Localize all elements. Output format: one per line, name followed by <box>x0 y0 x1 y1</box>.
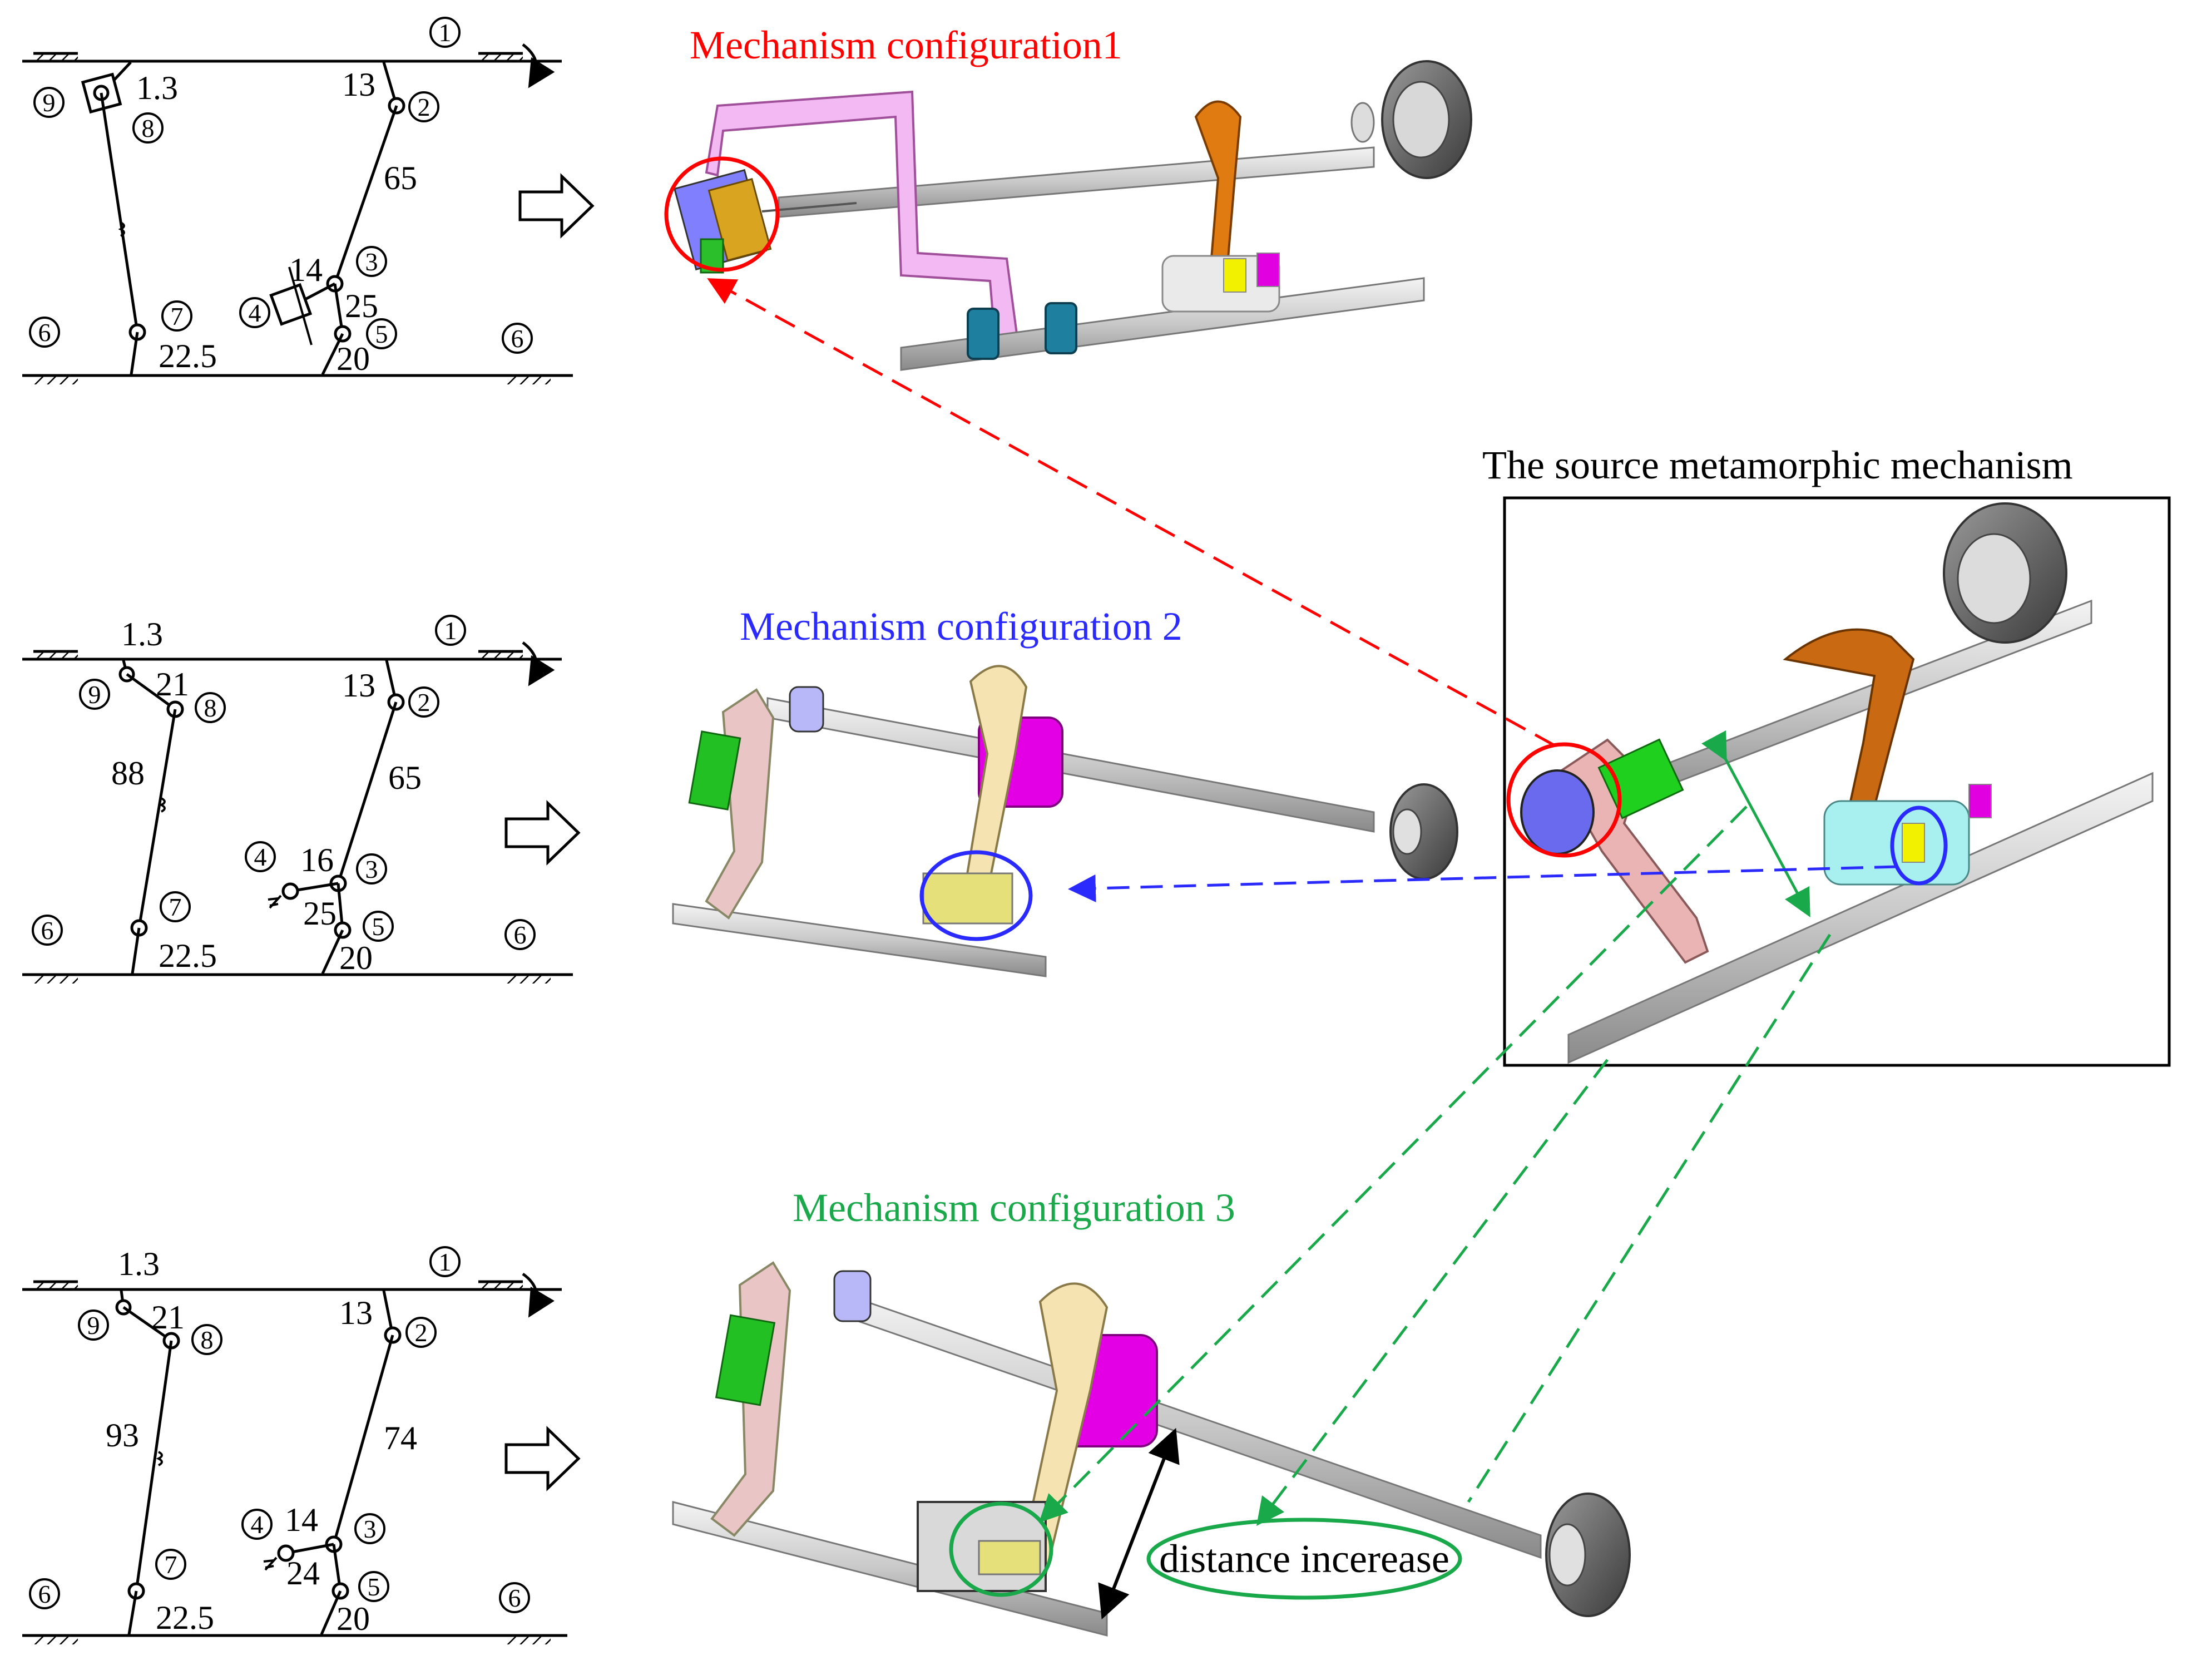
dim-crank: 13 <box>339 1294 373 1331</box>
dashed-connectors <box>707 278 1897 1526</box>
dim-link-21: 21 <box>151 1299 185 1336</box>
dim-bottom: 22.5 <box>159 937 217 974</box>
cad-render-configuration-1 <box>664 60 1472 371</box>
gear-icon <box>1545 1493 1631 1617</box>
node-8: 8 <box>142 114 155 142</box>
node-1: 1 <box>444 616 457 645</box>
transform-arrows <box>504 173 595 1491</box>
highlight-circle-green <box>949 1501 1053 1597</box>
node-labels: 1 2 3 4 5 6 6 7 8 9 <box>29 1246 530 1613</box>
node-8: 8 <box>201 1326 214 1354</box>
dim-bottom: 22.5 <box>159 338 217 374</box>
dimension-labels: 1.3 21 93 13 74 14 24 20 22.5 <box>106 1246 417 1637</box>
node-4: 4 <box>254 843 267 871</box>
dim-offset: 1.3 <box>136 70 178 106</box>
connector-config3-c <box>1467 933 1832 1503</box>
dim-slider: 14 <box>289 251 323 288</box>
dim-ground: 20 <box>337 340 370 377</box>
node-9: 9 <box>87 1311 100 1340</box>
source-mechanism-panel <box>1503 496 2171 1067</box>
dim-crank: 13 <box>342 667 375 704</box>
dim-rocker: 24 <box>286 1555 320 1592</box>
source-title: The source metamorphic mechanism <box>1482 443 2073 487</box>
node-5: 5 <box>372 912 385 941</box>
config3-title: Mechanism configuration 3 <box>793 1185 1235 1230</box>
right-arrow-icon <box>504 800 581 866</box>
dim-rocker: 25 <box>345 288 378 324</box>
dimension-labels: 1.3 21 88 13 65 16 25 20 22.5 <box>111 616 422 976</box>
highlight-circle-blue <box>919 850 1033 941</box>
distance-ellipse <box>1146 1518 1462 1600</box>
connector-config1 <box>707 278 1556 747</box>
node-3: 3 <box>365 248 378 276</box>
dim-rocker: 25 <box>303 895 337 932</box>
distance-double-arrow <box>1098 1427 1180 1620</box>
node-6b: 6 <box>514 921 527 949</box>
node-8: 8 <box>204 694 217 722</box>
node-5: 5 <box>368 1573 380 1601</box>
schematic-configuration-1: 1 2 3 4 5 6 6 7 8 9 1.3 13 65 14 25 20 2… <box>22 17 573 384</box>
node-7: 7 <box>171 302 184 330</box>
dim-offset: 1.3 <box>121 616 163 653</box>
dim-bottom: 22.5 <box>156 1599 214 1636</box>
node-2: 2 <box>415 1318 428 1347</box>
dim-coupler: 74 <box>384 1420 417 1456</box>
node-6a: 6 <box>38 318 51 347</box>
node-2: 2 <box>418 93 431 121</box>
node-3: 3 <box>365 855 378 883</box>
node-5: 5 <box>375 320 388 348</box>
dim-coupler: 65 <box>388 759 422 796</box>
dimension-labels: 1.3 13 65 14 25 20 22.5 <box>136 66 417 377</box>
config2-title: Mechanism configuration 2 <box>740 604 1182 649</box>
config1-title: Mechanism configuration1 <box>690 23 1122 67</box>
source-highlight-red <box>1506 742 1622 858</box>
node-6a: 6 <box>41 916 54 945</box>
connector-config2 <box>1068 865 1897 902</box>
distance-label: distance incerease <box>1159 1536 1449 1581</box>
gear-icon <box>1943 502 2067 644</box>
connector-config3-a <box>1038 806 1748 1523</box>
gear-icon <box>1389 783 1458 880</box>
dim-ground: 20 <box>337 1600 370 1637</box>
cad-render-configuration-2 <box>672 665 1458 977</box>
connector-config3-b <box>1256 1059 1609 1526</box>
dim-coupler: 65 <box>384 160 417 196</box>
node-6a: 6 <box>38 1580 51 1608</box>
node-4: 4 <box>251 1510 264 1539</box>
dim-left-link: 93 <box>106 1417 139 1454</box>
dim-offset: 1.3 <box>118 1246 160 1282</box>
node-6b: 6 <box>508 1584 521 1612</box>
node-3: 3 <box>364 1515 377 1543</box>
dim-link-21: 21 <box>156 666 189 703</box>
node-1: 1 <box>439 1248 452 1276</box>
source-highlight-blue <box>1890 806 1948 886</box>
dim-crank: 13 <box>342 66 375 103</box>
gear-icon <box>1381 60 1472 179</box>
right-arrow-icon <box>504 1426 581 1491</box>
cad-render-configuration-3: distance incerease <box>672 1261 1631 1637</box>
right-arrow-icon <box>518 173 595 239</box>
node-7: 7 <box>165 1550 177 1579</box>
dim-ground: 20 <box>339 940 373 976</box>
node-7: 7 <box>169 893 182 921</box>
node-labels: 1 2 3 4 5 6 6 7 8 9 <box>32 615 536 950</box>
schematic-configuration-3: 1 2 3 4 5 6 6 7 8 9 1.3 21 93 13 74 14 2… <box>22 1246 567 1644</box>
dim-slider: 16 <box>300 842 334 878</box>
node-9: 9 <box>43 88 56 117</box>
node-6b: 6 <box>511 324 524 353</box>
node-1: 1 <box>439 18 452 47</box>
node-4: 4 <box>249 299 261 327</box>
node-9: 9 <box>88 680 101 709</box>
dim-left-link: 88 <box>111 755 145 792</box>
schematic-configuration-2: 1 2 3 4 5 6 6 7 8 9 1.3 21 88 13 65 16 2… <box>22 615 573 984</box>
highlight-circle-red <box>664 156 780 272</box>
node-labels: 1 2 3 4 5 6 6 7 8 9 <box>29 17 533 354</box>
node-2: 2 <box>418 688 431 717</box>
dim-slider: 14 <box>285 1501 318 1538</box>
